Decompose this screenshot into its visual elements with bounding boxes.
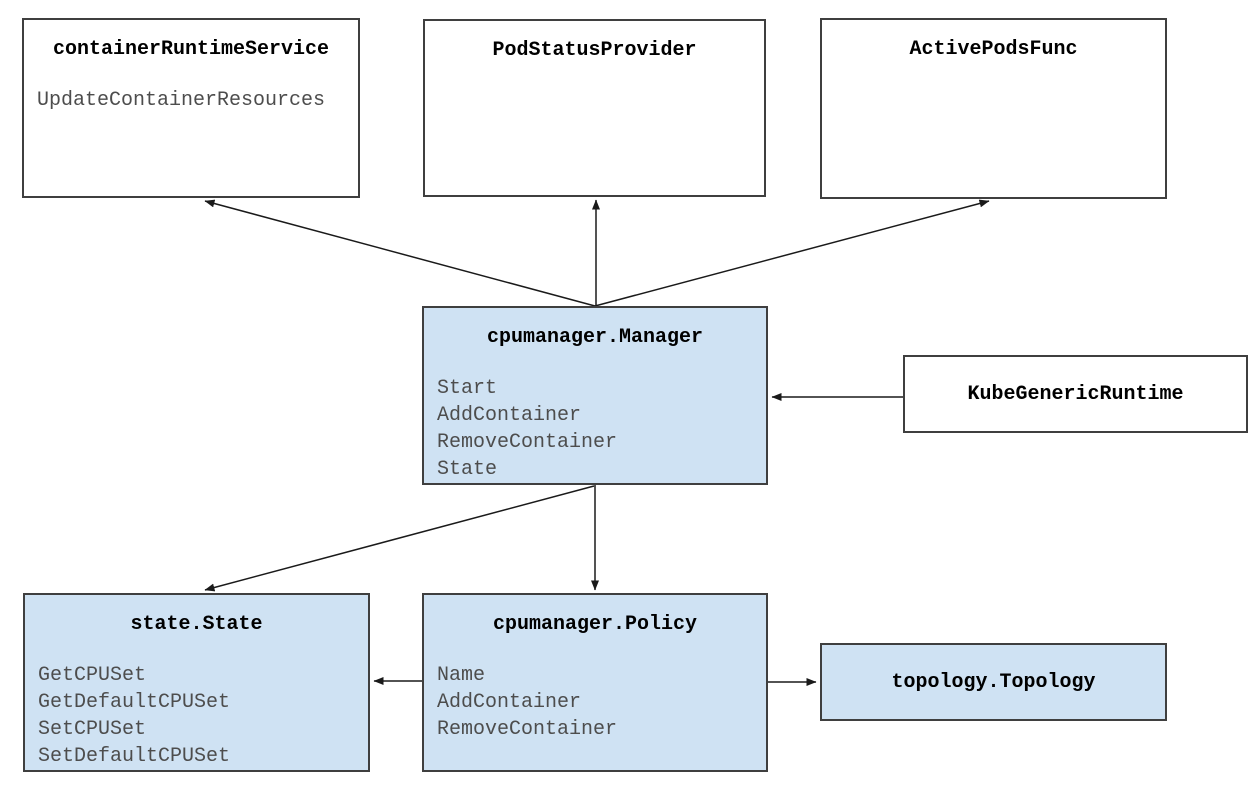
method-item: Start	[437, 377, 498, 400]
box-pod-status-provider: PodStatusProvider	[423, 19, 766, 197]
arrow-manager-to-container-runtime-service	[204, 199, 596, 307]
method-item: UpdateContainerResources	[37, 89, 326, 112]
method-item: AddContainer	[437, 691, 582, 714]
box-kube-generic-runtime: KubeGenericRuntime	[903, 355, 1248, 433]
box-method-list: GetCPUSet GetDefaultCPUSet SetCPUSet Set…	[25, 638, 368, 770]
box-topology-topology: topology.Topology	[820, 643, 1167, 721]
method-item: RemoveContainer	[437, 718, 618, 741]
box-title: KubeGenericRuntime	[967, 382, 1184, 406]
box-cpumanager-policy: cpumanager.Policy Name AddContainer Remo…	[422, 593, 768, 772]
method-item: Name	[437, 664, 486, 687]
box-title: ActivePodsFunc	[909, 38, 1078, 61]
box-title: cpumanager.Manager	[486, 326, 704, 349]
box-method-list: UpdateContainerResources	[24, 63, 358, 114]
arrow-manager-to-active-pods-func	[594, 199, 990, 307]
method-item: AddContainer	[437, 404, 582, 427]
box-active-pods-func: ActivePodsFunc	[820, 18, 1167, 199]
box-container-runtime-service: containerRuntimeService UpdateContainerR…	[22, 18, 360, 198]
method-item: GetCPUSet	[38, 664, 147, 687]
method-item: State	[437, 458, 498, 481]
box-method-list: Name AddContainer RemoveContainer	[424, 638, 766, 743]
box-state-state: state.State GetCPUSet GetDefaultCPUSet S…	[23, 593, 370, 772]
box-title: containerRuntimeService	[52, 38, 330, 61]
box-title: PodStatusProvider	[492, 39, 697, 62]
method-item: RemoveContainer	[437, 431, 618, 454]
method-item: GetDefaultCPUSet	[38, 691, 231, 714]
method-item: SetDefaultCPUSet	[38, 745, 231, 768]
arrow-manager-to-state	[204, 485, 595, 592]
box-title: cpumanager.Policy	[492, 613, 698, 636]
box-title: topology.Topology	[891, 670, 1096, 694]
box-title: state.State	[130, 613, 263, 636]
box-cpumanager-manager: cpumanager.Manager Start AddContainer Re…	[422, 306, 768, 485]
method-item: SetCPUSet	[38, 718, 147, 741]
box-method-list: Start AddContainer RemoveContainer State	[424, 351, 766, 483]
